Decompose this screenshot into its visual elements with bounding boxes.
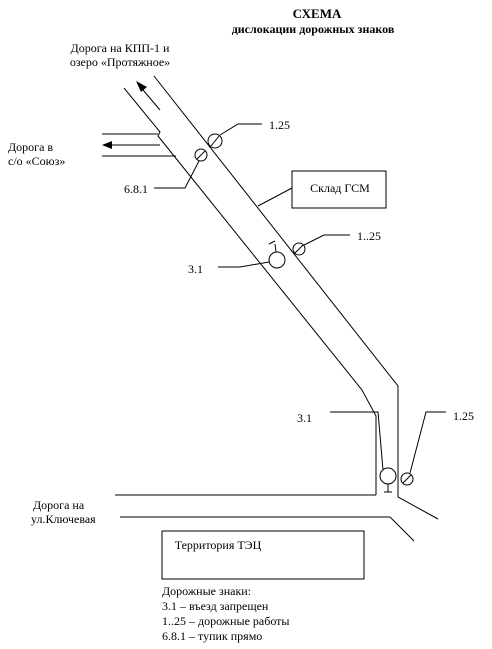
callout-leader: [409, 411, 446, 474]
direction-arrows: [102, 81, 161, 149]
road-labels: Дорога на КПП-1 и озеро «Протяжное» Доро…: [8, 41, 170, 526]
sign-bottom-right: 1.25: [400, 409, 474, 486]
label-soyuz-line2: с/о «Союз»: [8, 154, 65, 168]
label-kpp-line1: Дорога на КПП-1 и: [71, 41, 171, 55]
gsm-label: Склад ГСМ: [310, 181, 370, 195]
legend-item: 6.8.1 – тупик прямо: [162, 629, 262, 643]
sign-post-cap: [268, 240, 276, 245]
main-road-bottom-edge-turn: [389, 516, 415, 542]
arrow-kpp-head: [136, 81, 147, 92]
sign-slash: [402, 474, 412, 484]
label-kpp-line2: озеро «Протяжное»: [70, 55, 170, 69]
no-entry-sign-icon: [379, 467, 397, 485]
legend-item: 3.1 – въезд запрещен: [162, 599, 269, 613]
sign-bottom-left: 3.1: [297, 411, 397, 493]
callout-leader: [303, 234, 350, 246]
road-works-sign-icon: [292, 242, 306, 256]
gsm-warehouse: Склад ГСМ: [257, 170, 387, 209]
callout-leader: [154, 160, 200, 189]
main-road-left-edge: [123, 87, 377, 495]
sign-top-left: 6.8.1: [124, 148, 208, 196]
scheme-subtitle: дислокации дорожных знаков: [232, 22, 395, 36]
tec-label: Территория ТЭЦ: [175, 538, 262, 552]
callout-label: 3.1: [188, 262, 203, 276]
legend: Дорожные знаки: 3.1 – въезд запрещен 1..…: [162, 584, 290, 643]
sign-mid-left: 3.1: [188, 240, 286, 276]
callout-label: 1.25: [269, 118, 290, 132]
sign-post: [274, 243, 277, 253]
label-klyuchevaya-line2: ул.Ключевая: [31, 512, 96, 526]
callout-label: 3.1: [297, 411, 312, 425]
callout-label: 1..25: [357, 229, 381, 243]
sign-top-right: 1.25: [207, 118, 290, 149]
tec-territory: Территория ТЭЦ: [161, 530, 365, 580]
main-road: [115, 75, 439, 542]
callout-label: 6.8.1: [124, 182, 148, 196]
road-works-sign-icon: [400, 472, 414, 486]
tec-box: [161, 530, 365, 580]
sign-slash: [196, 150, 206, 160]
road-works-sign-icon: [207, 133, 223, 149]
sign-slash: [210, 135, 220, 147]
callout-leader: [330, 411, 384, 471]
label-soyuz-line1: Дорога в: [8, 140, 53, 154]
callout-label: 1.25: [453, 409, 474, 423]
scheme-title: СХЕМА: [293, 6, 342, 21]
main-road-right-edge: [153, 75, 439, 520]
no-entry-sign-icon: [268, 251, 286, 269]
label-klyuchevaya-line1: Дорога на: [33, 498, 85, 512]
arrow-soyuz-head: [102, 141, 112, 149]
legend-heading: Дорожные знаки:: [162, 584, 251, 598]
soyuz-branch-road: [102, 133, 176, 157]
callout-leader: [219, 123, 262, 136]
gsm-box: [291, 170, 387, 209]
sign-slash: [294, 244, 304, 254]
gsm-connector: [257, 187, 293, 207]
dead-end-sign-icon: [194, 148, 208, 162]
legend-item: 1..25 – дорожные работы: [162, 614, 290, 628]
sign-mid-right: 1..25: [292, 229, 381, 256]
callout-leader: [218, 261, 270, 268]
